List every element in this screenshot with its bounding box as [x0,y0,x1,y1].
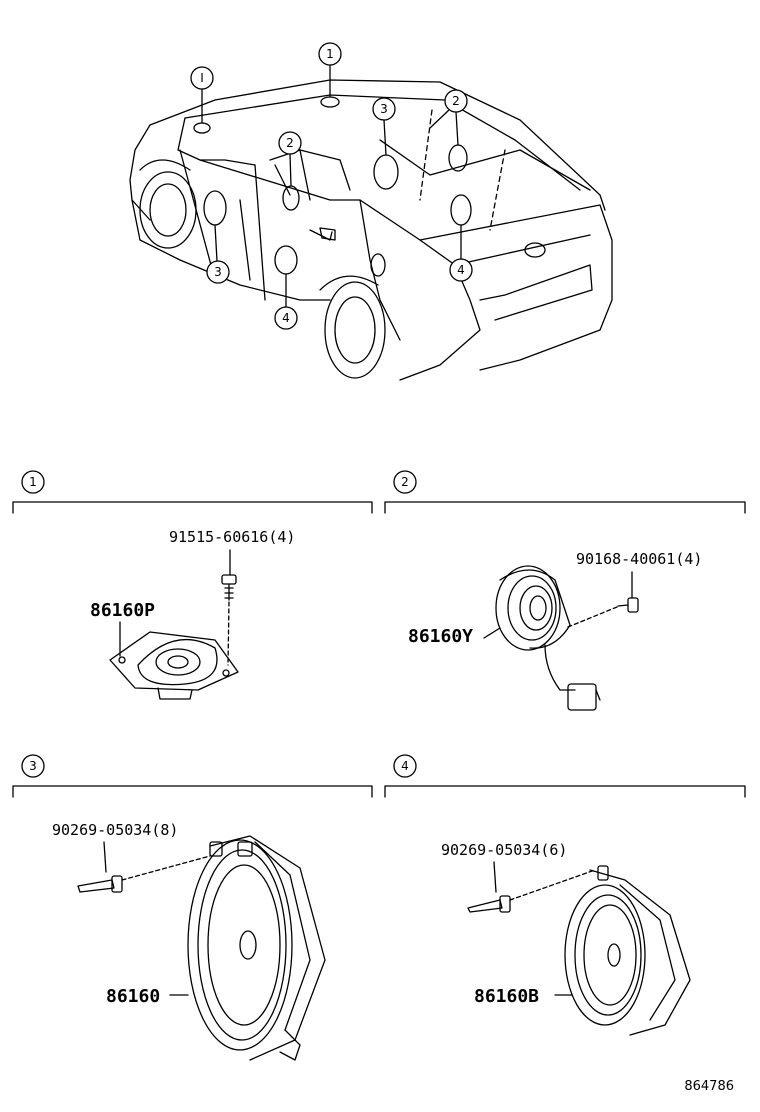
part-label-1: 86160P [90,600,155,621]
callout-4-right: 4 [449,224,473,282]
screw-icon [567,571,639,628]
midrange-speaker-icon [483,565,601,711]
svg-text:4: 4 [282,311,290,325]
svg-text:3: 3 [380,102,388,116]
svg-text:3: 3 [29,759,37,773]
tweeter-speaker-icon [109,621,239,700]
section-1: 1 91515-60616(4) 86160P [12,470,373,700]
svg-text:2: 2 [286,136,294,150]
part-label-4: 86160B [474,986,539,1007]
svg-text:4: 4 [457,263,465,277]
svg-text:1: 1 [326,47,334,61]
clip-icon [467,861,596,913]
svg-text:1: 1 [29,475,37,489]
car-illustration [129,79,613,381]
callout-3-mid: 3 [372,97,396,156]
door-speaker-icon [169,835,326,1061]
rear-door-speaker-icon [554,865,691,1036]
svg-text:3: 3 [214,265,222,279]
fastener-label-3: 90269-05034(8) [52,821,178,839]
callout-1-left: I [190,66,214,124]
svg-text:I: I [200,71,204,85]
fastener-label-4: 90269-05034(6) [441,841,567,859]
section-2: 2 90168-40061(4) 86160Y [384,470,746,711]
fastener-label-2: 90168-40061(4) [576,550,702,568]
section-3: 3 90269-05034(8) 86160 [12,754,373,1061]
part-label-2: 86160Y [408,626,473,647]
svg-text:4: 4 [401,759,409,773]
fastener-label-1: 91515-60616(4) [169,528,295,546]
car-callouts: 1 I 2 2 3 3 4 [190,42,473,330]
callout-2-mid: 2 [278,131,302,187]
section-4: 4 90269-05034(6) 86160B [384,754,746,1036]
callout-1-top: 1 [318,42,342,98]
callout-2-right: 2 [429,89,468,146]
part-label-3: 86160 [106,986,160,1007]
screw-icon [221,549,237,666]
svg-text:2: 2 [452,94,460,108]
clip-icon [77,841,211,893]
callout-3-left: 3 [206,224,230,284]
svg-text:2: 2 [401,475,409,489]
callout-4-left: 4 [274,273,298,330]
diagram-ref-number: 864786 [684,1079,734,1094]
